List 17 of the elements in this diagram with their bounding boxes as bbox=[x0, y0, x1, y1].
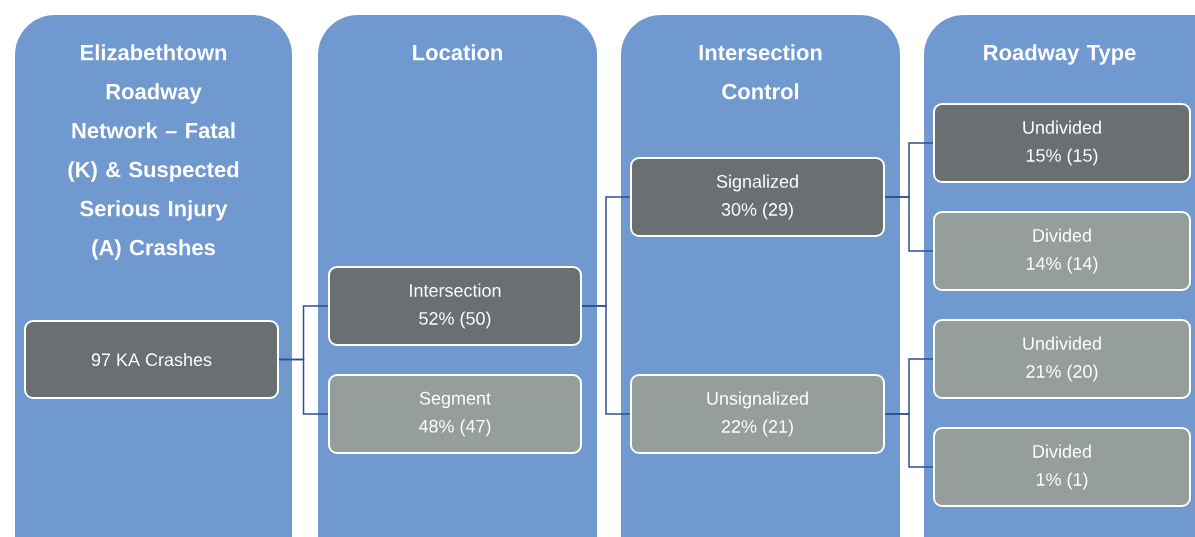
category-box: Divided 14% (14) bbox=[933, 211, 1191, 291]
column-heading: Roadway Type bbox=[984, 44, 1136, 65]
category-box: 97 KA Crashes bbox=[24, 320, 279, 399]
category-box: Divided 1% (1) bbox=[933, 427, 1191, 507]
category-box: Undivided 21% (20) bbox=[933, 319, 1191, 399]
category-box: Segment 48% (47) bbox=[328, 374, 582, 454]
column-heading: Elizabethtown Roadway Network – Fatal (K) & Suspected Serious Injury (A) Crashes bbox=[68, 44, 239, 260]
connector-line bbox=[884, 196, 934, 252]
column-heading: Location bbox=[413, 44, 502, 61]
category-box: Undivided 15% (15) bbox=[933, 103, 1191, 183]
connector-line bbox=[884, 413, 934, 468]
column-heading: Intersection Control bbox=[699, 44, 822, 100]
category-box: Unsignalized 22% (21) bbox=[630, 374, 885, 454]
category-box: Signalized 30% (29) bbox=[630, 157, 885, 237]
connector-line bbox=[581, 305, 631, 415]
connector-line bbox=[278, 358, 329, 415]
category-box: Intersection 52% (50) bbox=[328, 266, 582, 346]
